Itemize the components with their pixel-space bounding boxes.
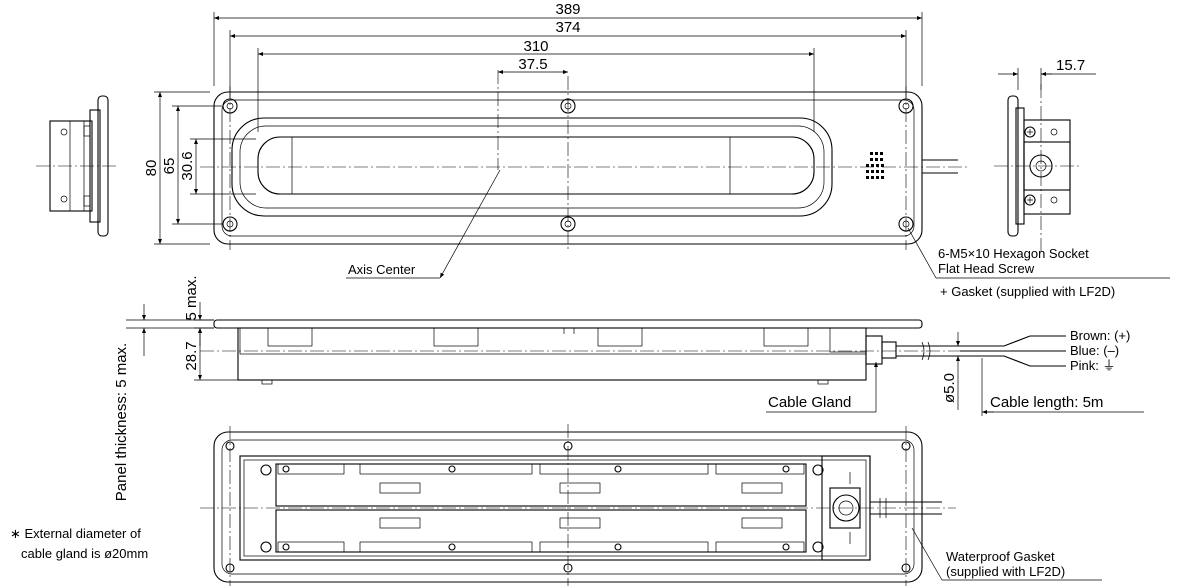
screw-callout: 6-M5×10 Hexagon Socket Flat Head Screw +… xyxy=(907,227,1170,299)
wire-brown-label: Brown: (+) xyxy=(1070,328,1130,343)
waterproof-label-line1: Waterproof Gasket xyxy=(946,549,1055,564)
elevation-flange xyxy=(213,319,923,329)
note-line1: ∗ External diameter of xyxy=(10,526,141,541)
indicator-dots xyxy=(866,152,884,179)
right-side-view: 15.7 xyxy=(994,57,1096,252)
axis-center-callout: Axis Center xyxy=(346,169,501,279)
top-dimensions: 389 374 310 37.5 xyxy=(213,1,923,132)
wire-labels: Brown: (+) Blue: (–) Pink: ⏚ xyxy=(1070,328,1130,373)
rear-view xyxy=(200,424,956,586)
waterproof-label-line2: (supplied with LF2D) xyxy=(946,564,1065,579)
wire-blue-label: Blue: (–) xyxy=(1070,343,1119,358)
left-dimensions: 80 65 30.6 xyxy=(143,91,256,245)
elevation-dimensions: 5 max. 28.7 Panel thickness: 5 max. ø5.0… xyxy=(113,275,1144,501)
dim-cable-diameter: ø5.0 xyxy=(941,373,958,403)
gasket-supplied-label: + Gasket (supplied with LF2D) xyxy=(940,284,1115,299)
rear-screw-icon xyxy=(260,464,824,553)
cable-length-label: Cable length: 5m xyxy=(990,394,1103,411)
dim-28-7: 28.7 xyxy=(183,341,200,370)
dim-65: 65 xyxy=(161,158,178,175)
screw-label-line2: Flat Head Screw xyxy=(938,261,1035,276)
dim-389: 389 xyxy=(555,1,580,18)
front-view xyxy=(200,70,968,252)
cable-gland-label: Cable Gland xyxy=(768,394,851,411)
cable-gland-callout: Cable Gland xyxy=(766,362,878,413)
note: ∗ External diameter of cable gland is ø2… xyxy=(10,526,148,561)
dim-5-max: 5 max. xyxy=(183,275,200,320)
axis-center-label: Axis Center xyxy=(348,262,416,277)
dim-310: 310 xyxy=(523,38,548,55)
dim-80: 80 xyxy=(143,160,160,177)
waterproof-gasket-callout: Waterproof Gasket (supplied with LF2D) xyxy=(911,527,1102,581)
dim-15-7: 15.7 xyxy=(1056,57,1085,74)
note-line2: cable gland is ø20mm xyxy=(21,546,148,561)
window-lens xyxy=(257,136,815,195)
left-side-view xyxy=(36,95,118,237)
dim-30-6: 30.6 xyxy=(179,151,196,180)
dim-37-5: 37.5 xyxy=(518,56,547,73)
dim-374: 374 xyxy=(555,19,580,36)
screw-label-line1: 6-M5×10 Hexagon Socket xyxy=(938,246,1089,261)
elevation-view xyxy=(200,319,1066,385)
panel-thickness-label: Panel thickness: 5 max. xyxy=(113,343,130,501)
wire-pink-label: Pink: ⏚ xyxy=(1070,358,1116,373)
